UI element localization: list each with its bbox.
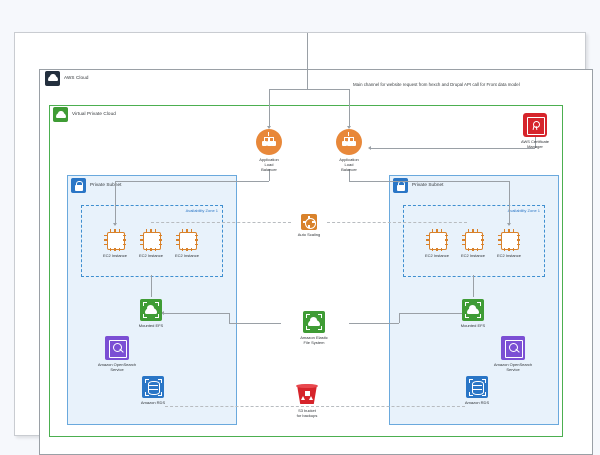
node-opensearch-left[interactable]: Amazon OpenSearch Service [89,336,145,372]
arrow-alb-left-to-ec2 [112,223,117,226]
application-load-balancer-right-label: Application Load Balancer [339,157,359,172]
ec2-instance-icon [140,229,162,251]
application-load-balancer-left-label: Application Load Balancer [259,157,279,172]
connector-ec2-to-efs-right [473,275,474,297]
connector-efs-right-riser [399,313,400,323]
connector-efs-left-bus [229,323,281,324]
node-ec2-right-2[interactable]: EC2 Instance [445,229,501,258]
node-ec2-left-3[interactable]: EC2 Instance [159,229,215,258]
aws-cloud-label-text: AWS Cloud [64,75,89,81]
ec2-right-2-label: EC2 Instance [460,253,485,258]
connector-efs-left-arm [163,313,229,314]
amazon-elastic-file-system-label: Amazon Elastic File System [300,335,328,345]
connector-efs-left-riser [229,313,230,323]
connector-ec2-to-efs-left [151,275,152,297]
certificate-manager-icon [523,113,547,137]
connector-efs-right-arm [399,313,465,314]
application-load-balancer-icon [336,129,362,155]
mounted-efs-icon [462,299,484,321]
connector-alb-split [269,89,349,90]
s3-bucket-icon [295,382,319,406]
node-ec2-right-3[interactable]: EC2 Instance [481,229,537,258]
node-ec2-right-1[interactable]: EC2 Instance [409,229,465,258]
auto-scaling-label: Auto Scaling [297,232,321,237]
node-mounted-efs-right[interactable]: Mounted EFS [445,299,501,328]
connector-efs-right-bus [349,323,399,324]
node-ec2-left-1[interactable]: EC2 Instance [87,229,143,258]
vpc-label-text: Virtual Private Cloud [72,111,116,117]
diagram-sheet: AWS Cloud Virtual Private Cloud Private … [14,32,593,455]
node-amazon-rds-left[interactable]: Amazon RDS [125,376,181,405]
mounted-efs-left-label: Mounted EFS [138,323,164,328]
connector-alb-left-into-az [115,181,116,225]
mounted-efs-icon [140,299,162,321]
connector-rds-replication [165,406,465,407]
opensearch-icon [501,336,525,360]
ec2-instance-icon [176,229,198,251]
group-availability-zone-right: Availability Zone 1 [403,205,545,277]
aws-certificate-manager-label: AWS Certificate Manager [520,139,550,149]
aws-cloud-icon [45,71,60,86]
amazon-rds-right-label: Amazon RDS [464,400,490,405]
connector-alb-left-down [269,169,270,181]
opensearch-left-label: Amazon OpenSearch Service [97,362,137,372]
connector-alb-right-into-az [509,181,510,225]
node-amazon-rds-right[interactable]: Amazon RDS [449,376,505,405]
connector-alb-left-bus [115,181,269,182]
amazon-rds-left-label: Amazon RDS [140,400,166,405]
connector-alb-right-bus [349,181,509,182]
node-amazon-elastic-file-system[interactable]: Amazon Elastic File System [286,311,342,345]
vpc-label: Virtual Private Cloud [53,107,116,122]
ec2-left-2-label: EC2 Instance [138,253,163,258]
main-channel-annotation: Main channel for website request from he… [353,82,520,87]
connector-to-alb-right [349,89,350,127]
vpc-icon [53,107,68,122]
ec2-left-3-label: EC2 Instance [174,253,199,258]
elastic-file-system-icon [303,311,325,333]
node-aws-certificate-manager[interactable]: AWS Certificate Manager [507,113,563,149]
private-subnet-icon [71,178,86,193]
connector-autoscaling-left-dashed [151,222,291,223]
ec2-instance-icon [426,229,448,251]
ec2-right-1-label: EC2 Instance [424,253,449,258]
arrow-alb-right-to-ec2 [506,223,511,226]
connector-acm-vertical [535,137,536,148]
ec2-left-1-label: EC2 Instance [102,253,127,258]
ec2-right-3-label: EC2 Instance [496,253,521,258]
arrow-to-alb-left [266,126,271,129]
private-subnet-right-label-text: Private Subnet [412,182,444,188]
connector-autoscaling-right-dashed [327,222,467,223]
auto-scaling-icon [301,214,317,230]
connector-acm-horizontal [370,148,535,149]
node-mounted-efs-left[interactable]: Mounted EFS [123,299,179,328]
arrow-acm-to-alb [368,145,371,150]
availability-zone-left-label: Availability Zone 1 [185,208,218,213]
ec2-instance-icon [104,229,126,251]
opensearch-icon [105,336,129,360]
private-subnet-left-label: Private Subnet [71,178,122,193]
availability-zone-right-label: Availability Zone 1 [507,208,540,213]
arrow-to-alb-right [346,126,351,129]
node-ec2-left-2[interactable]: EC2 Instance [123,229,179,258]
aws-cloud-label: AWS Cloud [45,71,88,86]
s3-bucket-label: S3 bucket for backups [296,408,318,418]
connector-internet-in [307,33,308,89]
private-subnet-left-label-text: Private Subnet [90,182,122,188]
connector-alb-right-down [349,169,350,181]
rds-icon [142,376,164,398]
mounted-efs-right-label: Mounted EFS [460,323,486,328]
arrow-efs-to-mounted-left [161,310,164,315]
ec2-instance-icon [462,229,484,251]
node-application-load-balancer-left[interactable]: Application Load Balancer [241,129,297,172]
node-application-load-balancer-right[interactable]: Application Load Balancer [321,129,377,172]
application-load-balancer-icon [256,129,282,155]
ec2-instance-icon [498,229,520,251]
group-availability-zone-left: Availability Zone 1 [81,205,223,277]
node-auto-scaling[interactable]: Auto Scaling [281,214,337,237]
opensearch-right-label: Amazon OpenSearch Service [493,362,533,372]
node-opensearch-right[interactable]: Amazon OpenSearch Service [485,336,541,372]
node-s3-bucket[interactable]: S3 bucket for backups [279,382,335,418]
connector-to-alb-left [269,89,270,127]
rds-icon [466,376,488,398]
